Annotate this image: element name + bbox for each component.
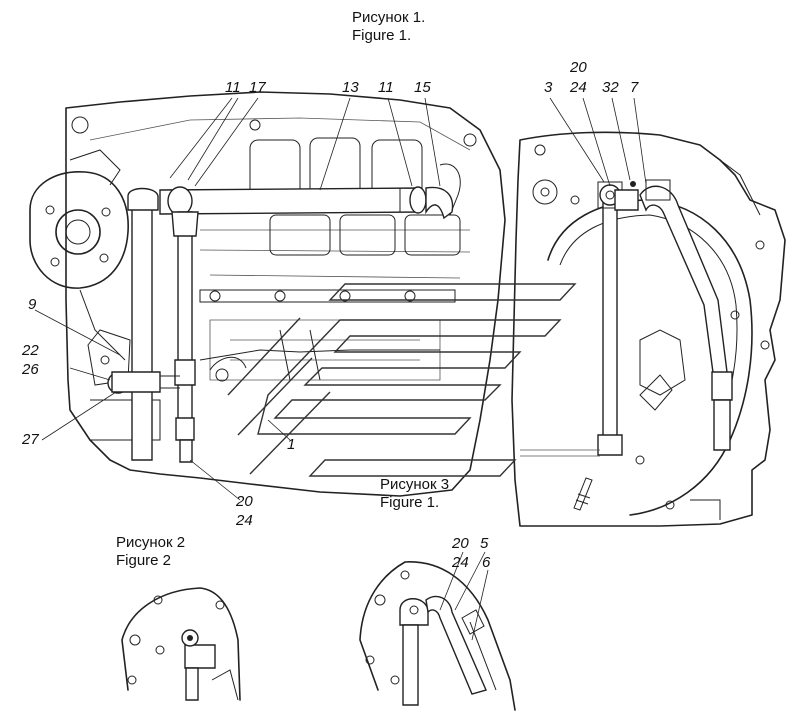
callout-24-top: 24 bbox=[570, 79, 587, 96]
callout-27: 27 bbox=[22, 431, 39, 448]
callout-7: 7 bbox=[630, 79, 639, 96]
engine-block-left bbox=[65, 91, 506, 497]
callout-24-bottom: 24 bbox=[236, 512, 253, 529]
callout-11-b: 11 bbox=[378, 79, 394, 96]
callout-17: 17 bbox=[249, 79, 266, 96]
callout-6: 6 bbox=[482, 554, 491, 571]
figure-2-caption-en: Figure 2 bbox=[116, 552, 172, 569]
callout-20-bottom: 20 bbox=[236, 493, 253, 510]
callout-9: 9 bbox=[28, 296, 37, 313]
figure-3-caption-en: Figure 1. bbox=[380, 494, 440, 511]
figure-1-caption-en: Figure 1. bbox=[352, 27, 412, 44]
callout-1: 1 bbox=[287, 436, 296, 453]
engine-middle-details bbox=[199, 329, 440, 382]
callout-20-fig3: 20 bbox=[452, 535, 469, 552]
figure-3-caption-ru: Рисунок 3 bbox=[380, 476, 450, 493]
figure-2-detail bbox=[121, 587, 241, 701]
callout-26: 26 bbox=[22, 361, 39, 378]
figure-3-detail bbox=[359, 561, 516, 711]
pipe-right-vertical bbox=[520, 181, 639, 457]
callout-22: 22 bbox=[22, 342, 39, 359]
callout-3: 3 bbox=[544, 79, 553, 96]
callout-32: 32 bbox=[602, 79, 619, 96]
callout-11-a: 11 bbox=[225, 79, 241, 96]
sensor-detail bbox=[573, 477, 593, 511]
callout-leaders bbox=[34, 97, 647, 641]
figure-1-caption-ru: Рисунок 1. bbox=[352, 9, 426, 26]
water-pump-housing bbox=[29, 149, 131, 386]
watermark-logo bbox=[227, 283, 577, 477]
callout-15: 15 bbox=[414, 79, 431, 96]
figure-2-caption-ru: Рисунок 2 bbox=[116, 534, 186, 551]
pipe-left-vertical bbox=[107, 187, 199, 463]
pipe-right-bent bbox=[639, 179, 733, 451]
callout-24-fig3: 24 bbox=[452, 554, 469, 571]
callout-5: 5 bbox=[480, 535, 489, 552]
callout-20-top: 20 bbox=[570, 59, 587, 76]
pipe-upper-horizontal bbox=[159, 186, 454, 220]
callout-13: 13 bbox=[342, 79, 359, 96]
